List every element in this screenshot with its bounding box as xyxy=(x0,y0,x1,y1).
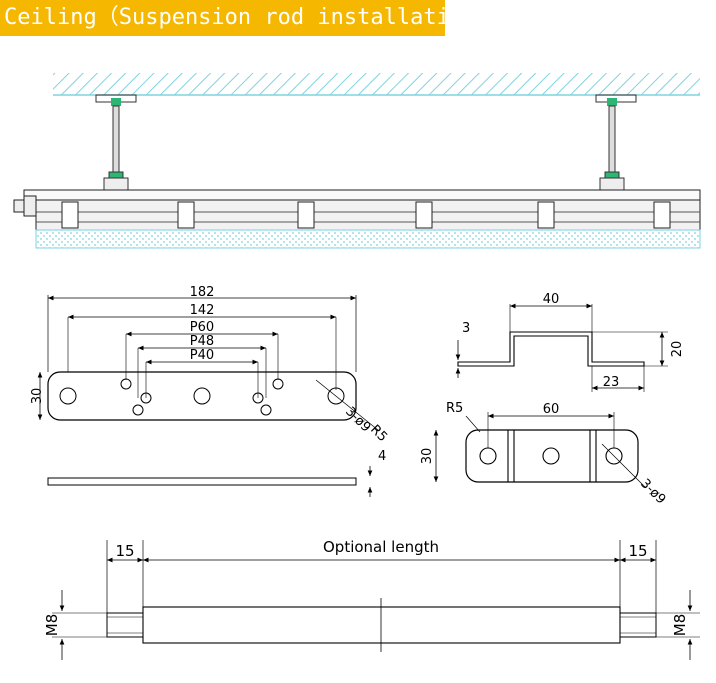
bracket xyxy=(433,303,668,489)
mounting-plate xyxy=(37,295,379,497)
plate-thickness-dim: 4 xyxy=(378,449,386,464)
page-title: Ceiling（Suspension rod installation） xyxy=(0,0,498,36)
bracket-top-width-dim: 40 xyxy=(543,292,560,307)
left-suspension-rod xyxy=(95,94,137,191)
plate-overall-dim: 182 xyxy=(190,285,215,300)
bracket-flange-dim: 23 xyxy=(603,375,620,390)
rod-left-thread-label: M8 xyxy=(43,614,61,637)
bracket-thickness-dim: 3 xyxy=(462,321,470,336)
threaded-rod xyxy=(52,540,700,660)
plate-p48-dim: P48 xyxy=(190,334,214,349)
body-clips xyxy=(61,201,671,229)
bracket-height-dim: 20 xyxy=(670,341,685,358)
rod-length-label: Optional length xyxy=(323,538,439,556)
bracket-holes-label: 3-ø9 xyxy=(637,476,668,507)
bracket-spacing-dim: 60 xyxy=(543,402,560,417)
plate-p60-dim: P60 xyxy=(190,320,214,335)
bracket-plate-height-dim: 30 xyxy=(420,448,435,465)
plate-height-dim: 30 xyxy=(30,388,45,405)
right-suspension-rod xyxy=(595,94,637,191)
rod-right-end-dim: 15 xyxy=(628,542,647,560)
plate-142-dim: 142 xyxy=(190,303,215,318)
luminaire-body xyxy=(13,189,701,249)
ceiling-hatch xyxy=(53,73,700,95)
plate-p40-dim: P40 xyxy=(190,348,214,363)
bracket-radius-label: R5 xyxy=(446,401,463,416)
ceiling-view xyxy=(13,73,701,249)
rod-right-thread-label: M8 xyxy=(671,614,689,637)
rod-left-end-dim: 15 xyxy=(115,542,134,560)
